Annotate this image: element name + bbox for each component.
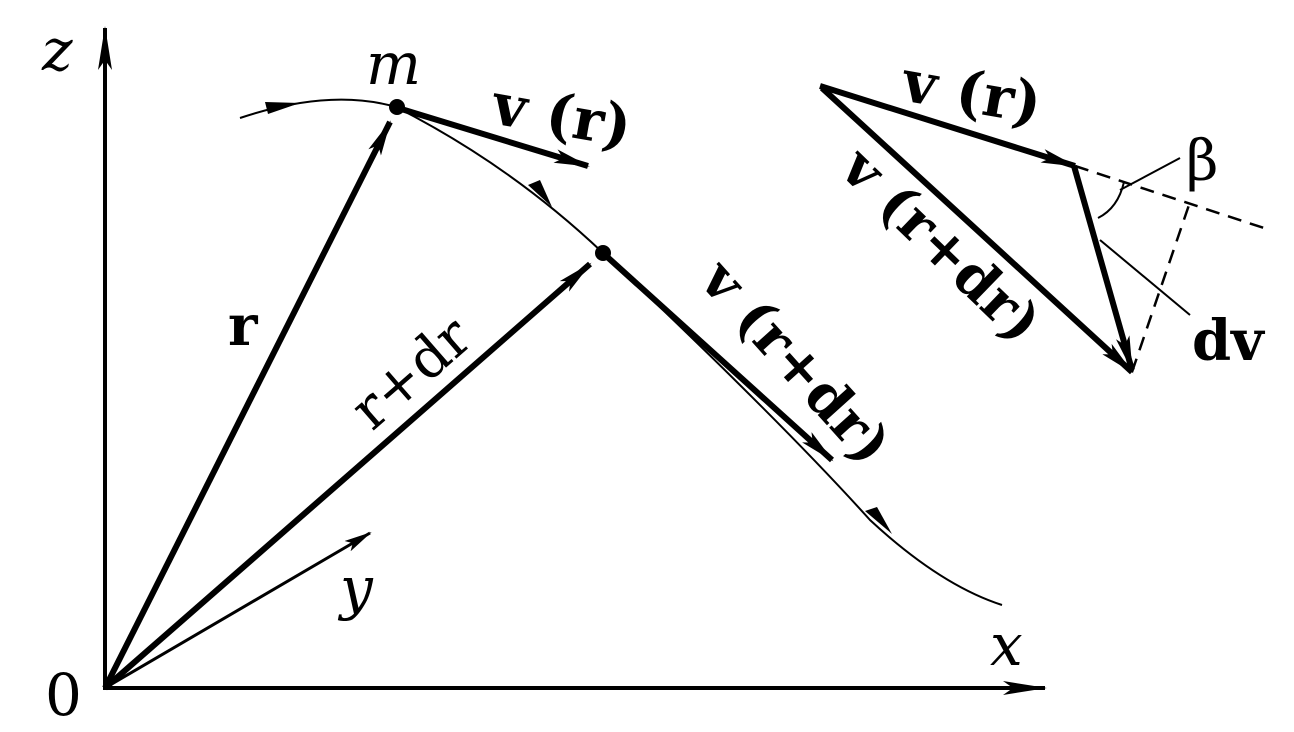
inset-velocity-r [819, 83, 1077, 169]
label-inset-beta: β [1186, 129, 1218, 194]
trajectory-arrow-2 [528, 180, 552, 207]
inset-perpendicular-dashed [1130, 201, 1192, 373]
label-point-m: m [366, 30, 421, 98]
label-z-axis: z [41, 16, 73, 84]
point-m [389, 99, 405, 115]
velocity-vector-r-plus-dr [601, 251, 835, 463]
label-inset-velocity-r-plus-dr: v (r+dr) [827, 133, 1054, 356]
position-vector-r-plus-dr [103, 261, 592, 691]
label-velocity-r: v (r) [486, 69, 637, 161]
label-inset-velocity-r: v (r) [896, 46, 1047, 138]
trajectory-arrow-1 [265, 102, 300, 114]
velocity-vector-r [397, 105, 590, 169]
label-vec-r: r [228, 293, 259, 359]
inset-dv-vector [1071, 165, 1135, 372]
point-m-prime [595, 245, 611, 261]
trajectory-arrow-3 [865, 507, 892, 534]
inset-angle-arc [1097, 181, 1125, 219]
label-x-axis: x [990, 611, 1023, 679]
inset-velocity-r-plus-dr [819, 85, 1135, 375]
label-inset-dv: dv [1192, 308, 1265, 374]
label-origin: 0 [45, 661, 82, 727]
y-axis [104, 531, 372, 690]
inset-extension-dashed [1074, 164, 1271, 232]
position-vector-r [102, 120, 393, 690]
inset-beta-leader [1119, 157, 1181, 191]
inset-dv-leader [1099, 239, 1191, 316]
label-y-axis: y [337, 554, 374, 622]
